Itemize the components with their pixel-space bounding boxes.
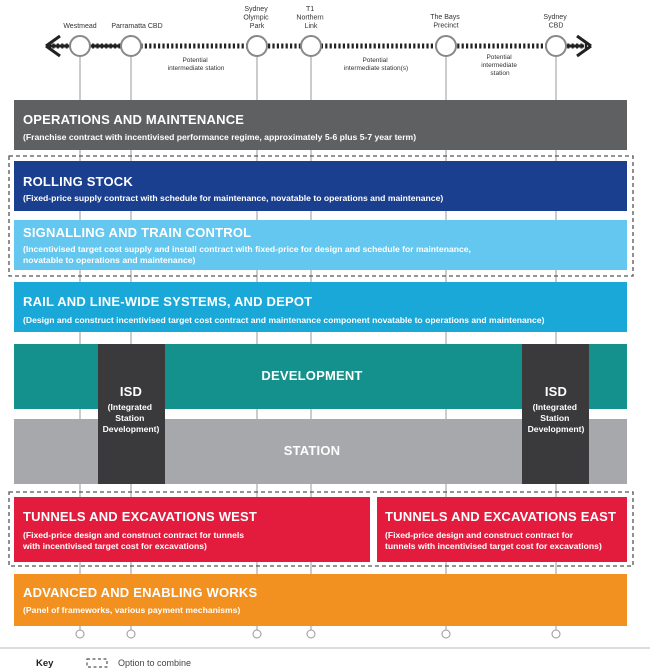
- station-label-parramatta: Parramatta CBD: [111, 23, 162, 30]
- station-markers: [69, 35, 567, 57]
- station-marker-olympic-park: [246, 35, 268, 57]
- station-label-olympic-park: Sydney Olympic Park: [243, 6, 270, 30]
- isd-east-desc: (Integrated Station Development): [528, 402, 585, 434]
- station-label-northern-link: T1 Northern Link: [296, 6, 325, 30]
- band-rolling-stock: ROLLING STOCK (Fixed-price supply contra…: [14, 161, 627, 211]
- band-rolling-stock-desc: (Fixed-price supply contract with schedu…: [23, 193, 443, 203]
- station-marker-bays: [435, 35, 457, 57]
- potential-station-label-3: Potential intermediate station: [481, 54, 519, 77]
- isd-east-title: ISD: [545, 384, 567, 399]
- band-operations-desc: (Franchise contract with incentivised pe…: [23, 132, 416, 142]
- key-combine-text: Option to combine: [118, 658, 191, 668]
- band-station-title: STATION: [284, 443, 341, 458]
- isd-west: ISD (Integrated Station Development): [98, 344, 165, 484]
- band-advanced: ADVANCED AND ENABLING WORKS (Panel of fr…: [14, 574, 627, 626]
- combine-box-tunnels: [8, 491, 634, 567]
- band-rail-systems-desc: (Design and construct incentivised targe…: [23, 315, 545, 325]
- band-operations: OPERATIONS AND MAINTENANCE (Franchise co…: [14, 100, 627, 150]
- station-label-sydney-cbd: Sydney CBD: [543, 14, 568, 30]
- combine-box-rolling-signalling: [8, 155, 634, 277]
- station-label-bays: The Bays Precinct: [430, 14, 462, 30]
- band-tunnels-west-desc: (Fixed-price design and construct contra…: [22, 530, 246, 551]
- band-tunnels-east: TUNNELS AND EXCAVATIONS EAST (Fixed-pric…: [377, 497, 627, 562]
- isd-east: ISD (Integrated Station Development): [522, 344, 589, 484]
- band-tunnels-east-desc: (Fixed-price design and construct contra…: [385, 530, 602, 551]
- band-advanced-title: ADVANCED AND ENABLING WORKS: [23, 585, 257, 600]
- isd-west-desc: (Integrated Station Development): [103, 402, 160, 434]
- band-development-title: DEVELOPMENT: [261, 368, 362, 383]
- combine-key-icon: [86, 658, 108, 668]
- key-label: Key: [36, 658, 54, 669]
- arrow-left-icon: [45, 34, 61, 58]
- band-rolling-stock-title: ROLLING STOCK: [23, 174, 133, 189]
- band-tunnels-west-title: TUNNELS AND EXCAVATIONS WEST: [23, 509, 257, 524]
- station-marker-parramatta: [120, 35, 142, 57]
- band-rail-systems: RAIL AND LINE-WIDE SYSTEMS, AND DEPOT (D…: [14, 282, 627, 332]
- arrow-right-icon: [576, 34, 592, 58]
- band-operations-title: OPERATIONS AND MAINTENANCE: [23, 112, 244, 127]
- station-label-westmead: Westmead: [63, 23, 96, 30]
- potential-station-label-2: Potential intermediate station(s): [344, 57, 408, 72]
- bottom-station-markers: [75, 629, 561, 639]
- station-marker-northern-link: [300, 35, 322, 57]
- station-marker-westmead: [69, 35, 91, 57]
- band-signalling: SIGNALLING AND TRAIN CONTROL (Incentivis…: [14, 220, 627, 270]
- key-legend: Key Option to combine: [36, 658, 191, 669]
- band-signalling-desc: (Incentivised target cost supply and ins…: [23, 244, 473, 265]
- band-rail-systems-title: RAIL AND LINE-WIDE SYSTEMS, AND DEPOT: [23, 294, 312, 309]
- band-tunnels-west: TUNNELS AND EXCAVATIONS WEST (Fixed-pric…: [14, 497, 370, 562]
- isd-west-title: ISD: [120, 384, 142, 399]
- station-marker-sydney-cbd: [545, 35, 567, 57]
- potential-station-label-1: Potential intermediate station: [168, 57, 225, 72]
- band-tunnels-east-title: TUNNELS AND EXCAVATIONS EAST: [385, 509, 616, 524]
- band-advanced-desc: (Panel of frameworks, various payment me…: [23, 605, 240, 615]
- band-signalling-title: SIGNALLING AND TRAIN CONTROL: [23, 225, 251, 240]
